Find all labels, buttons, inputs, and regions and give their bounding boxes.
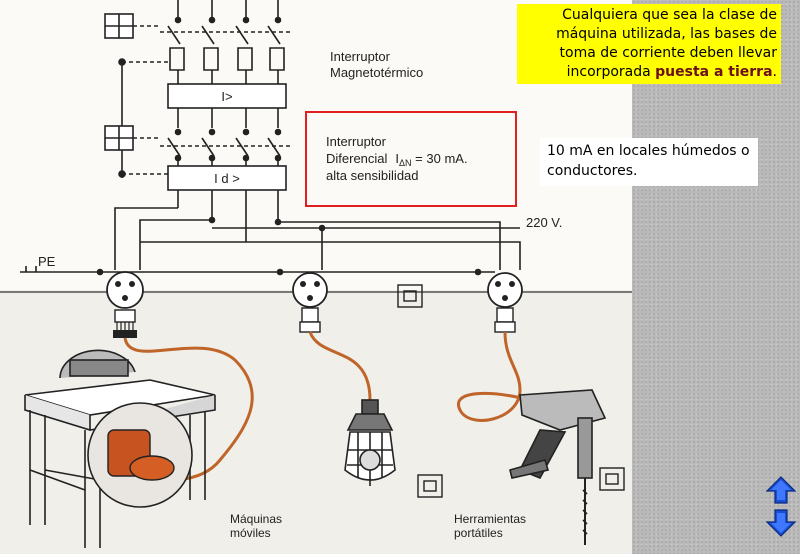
distribution-wiring — [20, 190, 521, 276]
arrow-up-icon — [765, 476, 797, 504]
pe-label: PE — [38, 254, 56, 269]
formula-subscript: ΔN — [399, 158, 412, 168]
socket-left — [106, 271, 144, 338]
ground-note-highlight: puesta a tierra — [655, 64, 773, 80]
scroll-down-button[interactable] — [765, 509, 797, 537]
formula-i: I — [395, 151, 399, 166]
plug-zoom-circle — [87, 402, 193, 508]
arrow-down-icon — [765, 509, 797, 537]
herramientas-label-line1: Herramientas — [454, 512, 526, 526]
voltage-label: 220 V. — [526, 215, 562, 230]
ground-note-text: Cualquiera que sea la clase de máquina u… — [556, 7, 777, 80]
ground-note: Cualquiera que sea la clase de máquina u… — [517, 4, 781, 84]
diferencial-symbol: I d > — [214, 171, 240, 186]
diferencial-highlight-box — [305, 111, 517, 207]
magnetotermico-breaker — [104, 0, 290, 130]
magnetotermico-label-line1: Interruptor — [330, 49, 391, 64]
socket-middle — [292, 272, 328, 333]
diferencial-breaker — [104, 125, 290, 191]
formula-value: = 30 mA. — [412, 151, 468, 166]
magnetotermico-symbol: I> — [221, 89, 232, 104]
maquinas-label-line2: móviles — [230, 526, 271, 540]
double-insulation-icons — [397, 284, 625, 498]
hanging-lamp-illustration — [344, 399, 396, 486]
power-drill-illustration — [509, 389, 607, 545]
diferencial-label-line1: Interruptor — [326, 134, 387, 149]
maquinas-label-line1: Máquinas — [230, 512, 282, 526]
diferencial-label-word: Diferencial — [326, 151, 388, 166]
cables — [123, 331, 531, 482]
magnetotermico-label-line2: Magnetotérmico — [330, 65, 423, 80]
socket-right — [487, 272, 523, 333]
sensitivity-note: 10 mA en locales húmedos o conductores. — [540, 138, 758, 186]
herramientas-label-line2: portátiles — [454, 526, 503, 540]
diferencial-label-line3: alta sensibilidad — [326, 168, 419, 183]
ground-note-end: . — [772, 64, 777, 80]
gray-side-panel — [632, 0, 800, 554]
scroll-up-button[interactable] — [765, 476, 797, 504]
diferencial-label-line2: Diferencial IΔN = 30 mA. — [326, 151, 468, 168]
